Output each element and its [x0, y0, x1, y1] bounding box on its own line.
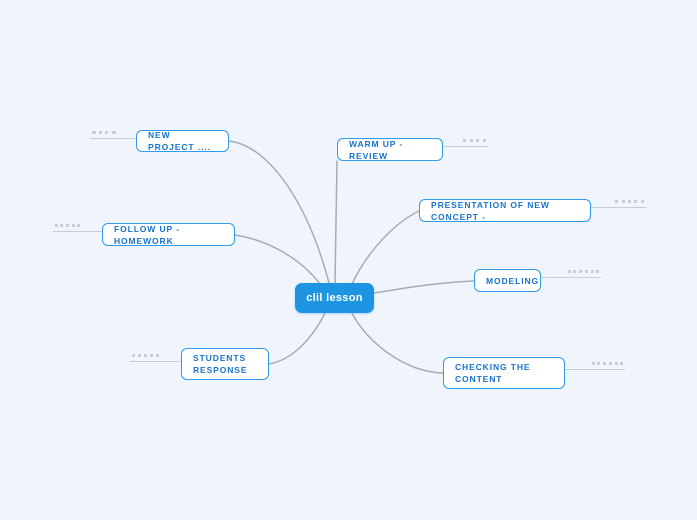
edge-students [268, 312, 326, 365]
stub-line [565, 369, 625, 371]
collapsed-branch-stub-presentation-of-new-concept[interactable] [591, 200, 646, 216]
collapsed-branch-stub-students-response[interactable] [130, 354, 181, 370]
branch-node-new-project[interactable]: NEW PROJECT .... [136, 130, 229, 152]
stub-line [130, 361, 181, 363]
branch-node-presentation-of-new-concept[interactable]: PRESENTATION OF NEW CONCEPT - [419, 199, 591, 222]
branch-node-warm-up-review[interactable]: WARM UP - REVIEW [337, 138, 443, 161]
edge-checking [351, 312, 444, 374]
stub-dotted-marker-icon [92, 131, 116, 137]
stub-line [591, 207, 646, 209]
edge-warm-up [334, 160, 338, 284]
stub-line [443, 146, 488, 148]
stub-line [541, 277, 601, 279]
edge-presentation [351, 210, 420, 285]
collapsed-branch-stub-follow-up-homework[interactable] [53, 224, 102, 240]
branch-node-follow-up-homework[interactable]: FOLLOW UP - HOMEWORK [102, 223, 235, 246]
stub-dotted-marker-icon [55, 224, 80, 230]
edge-modeling [373, 280, 475, 294]
collapsed-branch-stub-new-project[interactable] [90, 131, 136, 147]
central-node-clil-lesson[interactable]: clil lesson [295, 283, 374, 313]
branch-node-modeling[interactable]: MODELING [474, 269, 541, 292]
branch-node-students-response[interactable]: STUDENTS RESPONSE [181, 348, 269, 380]
stub-dotted-marker-icon [132, 354, 159, 360]
collapsed-branch-stub-checking-the-content[interactable] [565, 362, 625, 378]
collapsed-branch-stub-warm-up-review[interactable] [443, 139, 488, 155]
stub-line [90, 138, 136, 140]
collapsed-branch-stub-modeling[interactable] [541, 270, 601, 286]
edge-follow-up [234, 234, 321, 285]
stub-dotted-marker-icon [592, 362, 623, 368]
stub-line [53, 231, 102, 233]
stub-dotted-marker-icon [463, 139, 486, 145]
branch-node-checking-the-content[interactable]: CHECKING THE CONTENT [443, 357, 565, 389]
stub-dotted-marker-icon [568, 270, 599, 276]
edge-new-project [228, 140, 330, 284]
stub-dotted-marker-icon [615, 200, 644, 206]
